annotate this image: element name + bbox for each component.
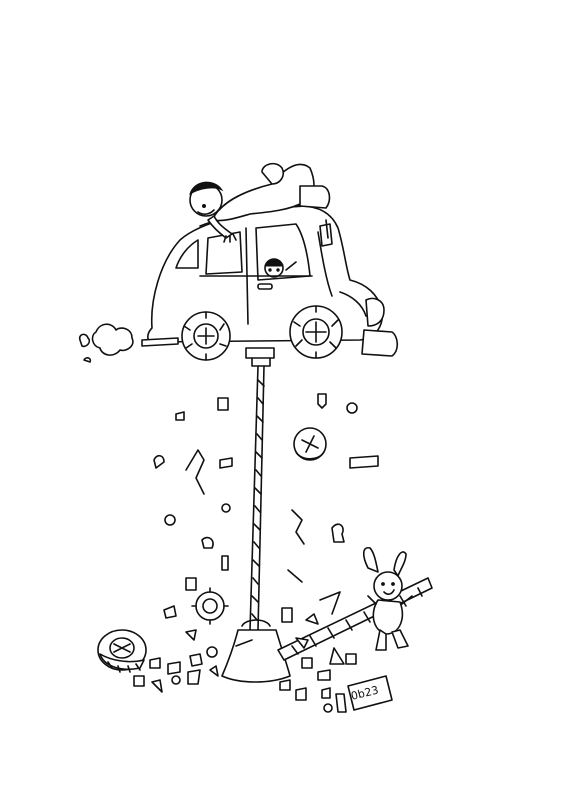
license-tag: 0b23 bbox=[348, 676, 392, 710]
car bbox=[142, 206, 397, 360]
hanging-leg bbox=[366, 298, 384, 326]
pole-base bbox=[222, 630, 290, 682]
big-button bbox=[294, 428, 326, 460]
bunny bbox=[364, 548, 412, 650]
lever-stick bbox=[278, 578, 432, 660]
car-back-window bbox=[206, 232, 242, 274]
car-rear-window bbox=[176, 240, 198, 268]
loose-tire bbox=[98, 630, 146, 672]
exhaust-smoke bbox=[80, 324, 133, 362]
roof-rider bbox=[190, 164, 329, 242]
flying-debris bbox=[134, 394, 378, 712]
front-wheel bbox=[290, 306, 342, 358]
support-pole bbox=[222, 348, 290, 682]
gear-ring bbox=[192, 588, 228, 624]
driver bbox=[265, 259, 296, 277]
exhaust-pipe bbox=[142, 338, 178, 346]
rear-wheel bbox=[182, 312, 230, 360]
